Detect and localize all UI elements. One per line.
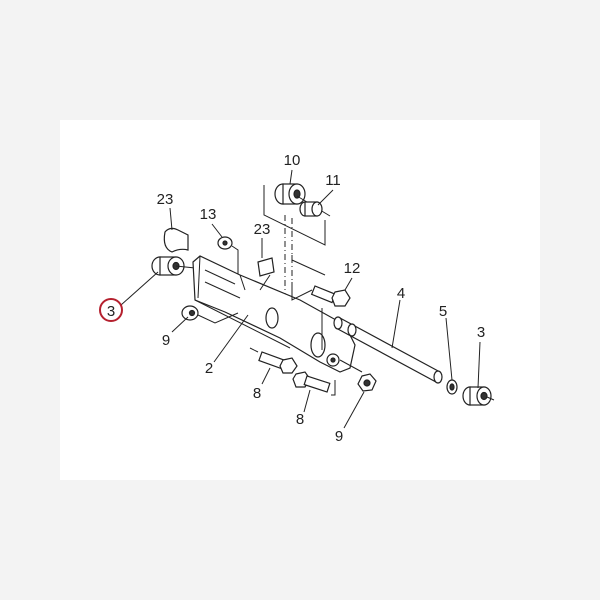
part-3-left-bushing[interactable] xyxy=(151,256,196,276)
callout-12[interactable]: 12 xyxy=(344,260,361,277)
callout-2[interactable]: 2 xyxy=(205,360,213,377)
part-3-right-bushing[interactable] xyxy=(462,386,495,406)
callout-3-right[interactable]: 3 xyxy=(477,324,485,341)
callout-3-highlighted[interactable]: 3 xyxy=(107,303,115,320)
part-2-swing-arm[interactable] xyxy=(192,255,363,373)
callout-23-mid[interactable]: 23 xyxy=(254,221,271,238)
callout-9-left[interactable]: 9 xyxy=(162,332,170,349)
part-23-left-band[interactable] xyxy=(163,227,189,253)
callout-5[interactable]: 5 xyxy=(439,303,447,320)
part-8-upper-bolt[interactable] xyxy=(249,347,298,374)
part-23-mid-band[interactable] xyxy=(257,257,275,277)
callout-9-right[interactable]: 9 xyxy=(335,428,343,445)
highlight-circle xyxy=(99,298,123,322)
part-5-circlip[interactable] xyxy=(446,379,458,395)
callout-10[interactable]: 10 xyxy=(284,152,301,169)
callout-8-upper[interactable]: 8 xyxy=(253,385,261,402)
callout-23-left[interactable]: 23 xyxy=(157,191,174,208)
part-11-collar[interactable] xyxy=(296,195,331,217)
part-9-right-nut[interactable] xyxy=(357,373,377,392)
callout-13[interactable]: 13 xyxy=(200,206,217,223)
part-8-lower-bolt[interactable] xyxy=(292,371,336,396)
part-13-washer[interactable] xyxy=(217,236,239,285)
part-12-bolt[interactable] xyxy=(291,282,351,307)
callout-8-lower[interactable]: 8 xyxy=(296,411,304,428)
callout-11[interactable]: 11 xyxy=(325,172,341,189)
leader-lines xyxy=(120,169,481,429)
part-10-bushing[interactable] xyxy=(274,183,306,205)
callout-4[interactable]: 4 xyxy=(397,285,405,302)
callout-labels: 10 11 23 13 23 12 4 3 9 2 5 3 8 8 9 xyxy=(107,152,485,445)
part-4-shaft[interactable] xyxy=(321,308,443,384)
part-9-left-nut[interactable] xyxy=(181,305,239,324)
